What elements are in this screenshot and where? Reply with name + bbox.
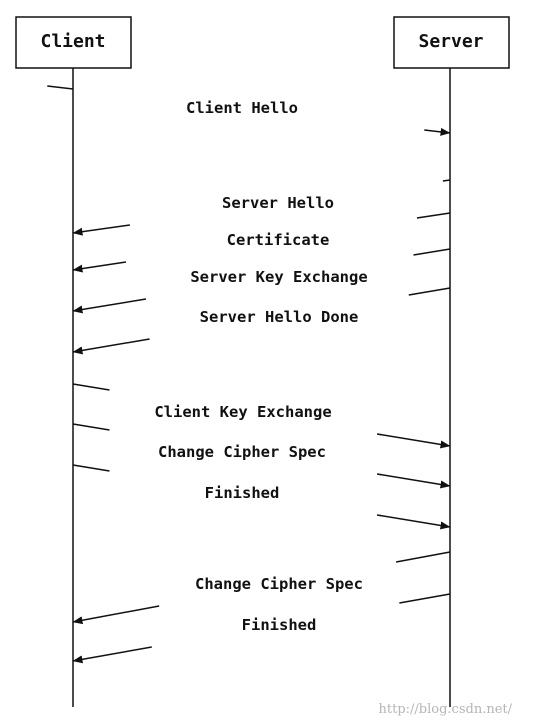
watermark-text: http://blog.csdn.net/ (379, 702, 513, 717)
message-3: Certificate (72, 212, 451, 273)
message-7-label: Change Cipher Spec (158, 443, 326, 461)
message-3-label: Certificate (227, 231, 330, 249)
client-actor-box (15, 16, 132, 69)
message-9-label: Change Cipher Spec (195, 575, 363, 593)
message-6-label: Client Key Exchange (154, 403, 331, 421)
message-2-line-start (442, 179, 451, 182)
message-6-arrow (376, 433, 451, 449)
message-4-line-start (413, 248, 451, 256)
message-4-label: Server Key Exchange (190, 268, 367, 286)
message-7-line-start (72, 423, 110, 431)
client-actor-label: Client (40, 31, 105, 52)
message-5: Server Hello Done (72, 287, 451, 355)
server-actor-label: Server (418, 31, 483, 52)
message-4: Server Key Exchange (72, 248, 451, 314)
client-actor: Client (15, 16, 132, 69)
message-1-arrow (424, 127, 451, 136)
message-6: Client Key Exchange (72, 383, 451, 449)
message-8-arrow (376, 514, 451, 530)
message-9-line-start (396, 551, 451, 563)
message-8-line-start (72, 464, 110, 472)
message-10-arrow (72, 646, 152, 664)
server-actor: Server (393, 16, 510, 69)
message-2-arrow (72, 224, 131, 236)
message-1-line-start (47, 85, 74, 90)
message-4-arrow (72, 298, 147, 314)
message-8: Finished (72, 464, 451, 530)
message-2: Server Hello (72, 179, 451, 236)
message-5-label: Server Hello Done (200, 308, 359, 326)
message-10-line-start (399, 593, 451, 604)
message-2-label: Server Hello (222, 194, 334, 212)
server-actor-box (393, 16, 510, 69)
message-7-arrow (376, 473, 451, 489)
message-7: Change Cipher Spec (72, 423, 451, 489)
message-10-label: Finished (242, 616, 317, 634)
message-9-arrow (72, 605, 160, 625)
message-5-line-start (408, 287, 451, 296)
message-1-label: Client Hello (186, 99, 298, 117)
message-3-arrow (72, 261, 127, 273)
message-8-label: Finished (205, 484, 280, 502)
message-5-arrow (72, 338, 150, 355)
message-1: Client Hello (47, 85, 451, 136)
message-9: Change Cipher Spec (72, 551, 451, 625)
message-6-line-start (72, 383, 110, 391)
message-10: Finished (72, 593, 451, 664)
message-3-line-start (416, 212, 451, 219)
